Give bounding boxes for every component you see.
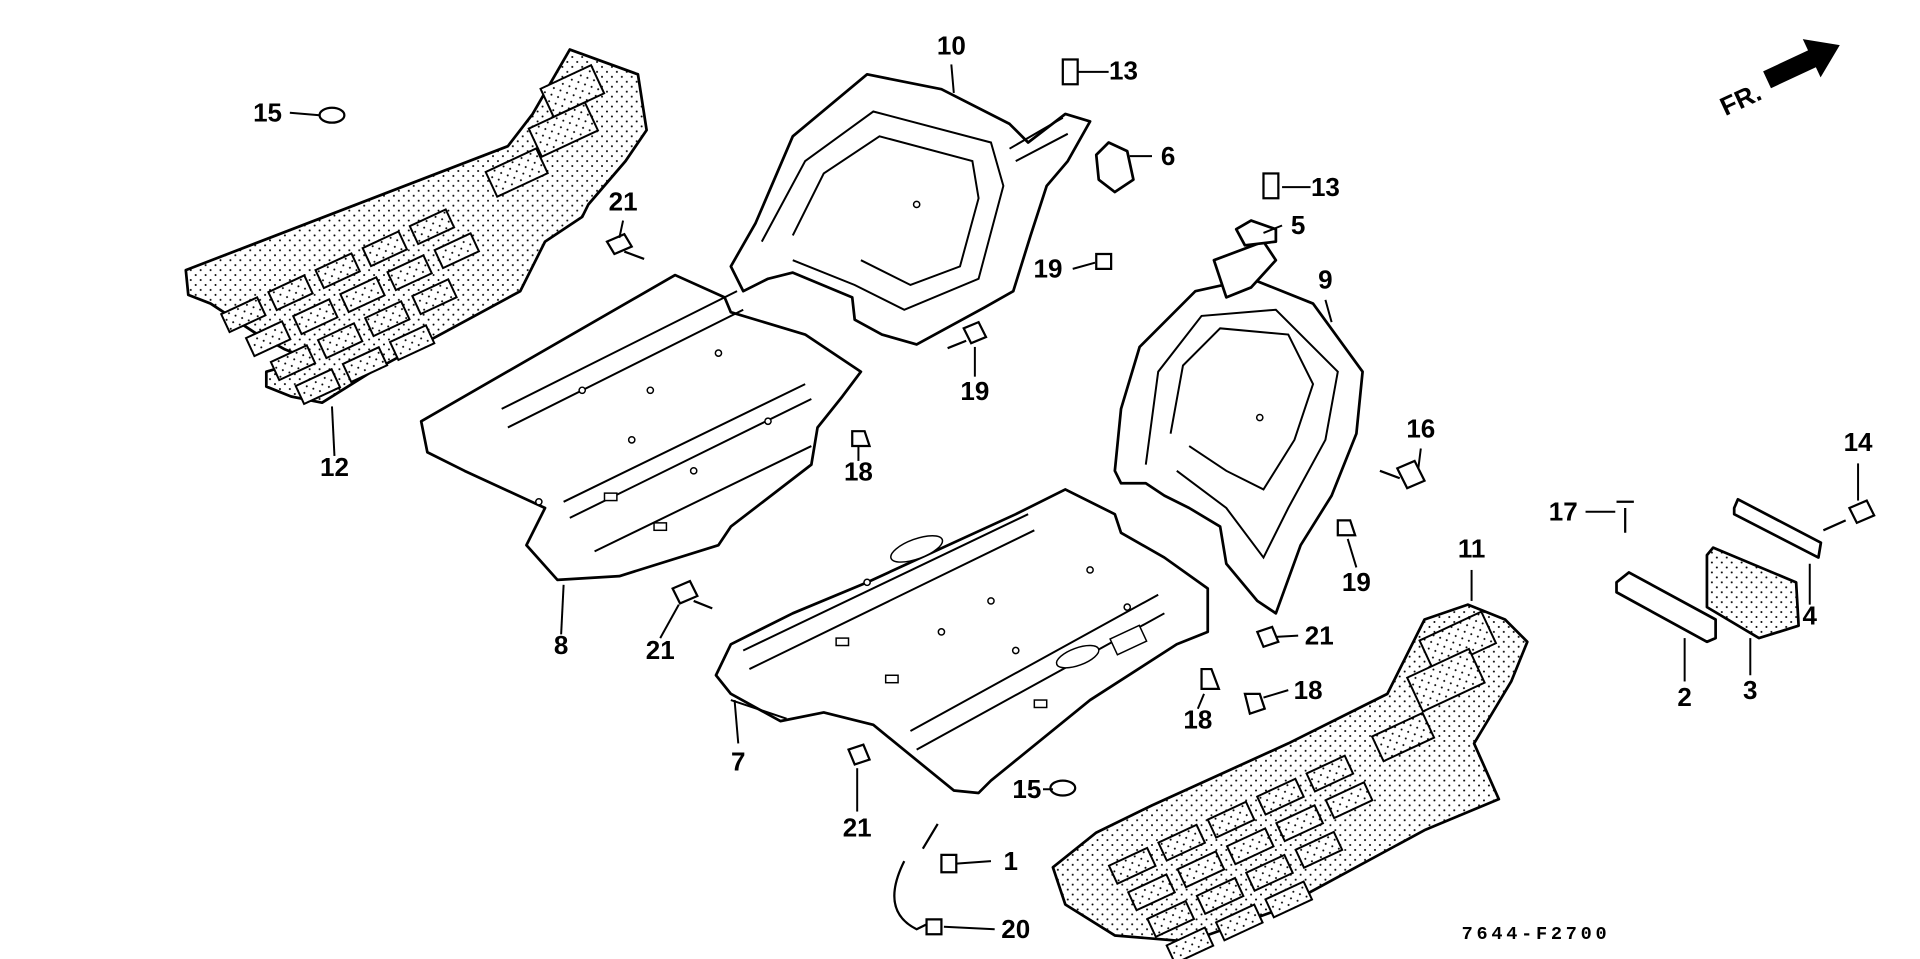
callout-number: 3	[1743, 675, 1757, 705]
callout-19: 19	[960, 346, 989, 406]
callout-number: 21	[1305, 620, 1334, 650]
callout-7: 7	[731, 699, 746, 777]
callout-number: 10	[937, 31, 966, 61]
callout-leader-line	[956, 860, 992, 865]
callout-number: 8	[554, 630, 568, 660]
callout-number: 6	[1161, 141, 1175, 171]
callout-number: 16	[1406, 413, 1435, 443]
fasteners	[318, 58, 1876, 936]
callout-11: 11	[1458, 534, 1485, 601]
callout-18: 18	[844, 446, 873, 487]
bracket-6	[1094, 141, 1135, 194]
callout-10: 10	[937, 31, 966, 94]
plate-4	[1732, 497, 1823, 559]
callout-number: 21	[609, 187, 638, 217]
callout-leader-line	[1275, 634, 1299, 638]
front-direction-label: FR.	[1715, 77, 1766, 122]
callout-number: 12	[320, 452, 349, 482]
callout-number: 20	[1001, 914, 1030, 944]
callout-number: 5	[1291, 210, 1305, 240]
arrow-icon	[1763, 39, 1840, 89]
callout-leader-line	[733, 699, 740, 744]
callout-leader-line	[950, 64, 955, 94]
callout-leader-line	[1263, 224, 1283, 234]
callout-18: 18	[1183, 693, 1212, 735]
callout-15: 15	[253, 97, 320, 127]
callout-number: 19	[1342, 567, 1371, 597]
callout-number: 21	[646, 635, 675, 665]
callout-6: 6	[1129, 141, 1175, 171]
callout-number: 18	[1294, 675, 1323, 705]
plate-3	[1705, 546, 1800, 640]
callout-number: 15	[253, 97, 282, 127]
callout-number: 15	[1012, 774, 1041, 804]
seat-back-front	[729, 72, 1092, 346]
callout-number: 18	[844, 457, 873, 487]
callout-5: 5	[1263, 210, 1305, 240]
callout-leader-line	[1072, 261, 1096, 270]
floor-plate-rear	[419, 273, 863, 582]
callout-3: 3	[1743, 638, 1758, 705]
callout-number: 13	[1311, 172, 1340, 202]
callout-number: 2	[1677, 682, 1691, 712]
callout-21: 21	[646, 604, 680, 665]
callout-leader-line	[1196, 693, 1205, 710]
callout-13: 13	[1077, 55, 1138, 85]
callout-9: 9	[1318, 265, 1333, 323]
callout-number: 4	[1803, 600, 1818, 630]
callout-leader-line	[659, 604, 680, 639]
callout-leader-line	[330, 406, 336, 457]
floor-plate-front	[714, 488, 1210, 795]
callout-number: 13	[1109, 55, 1138, 85]
diagram-code: 7644-F2700	[1462, 924, 1611, 945]
callout-number: 21	[843, 812, 872, 842]
callout-leader-line	[1346, 538, 1358, 568]
callout-number: 14	[1844, 427, 1873, 457]
callout-13: 13	[1282, 172, 1340, 202]
seat-back-rear	[1113, 240, 1364, 615]
callout-1: 1	[956, 846, 1018, 876]
callout-number: 7	[731, 747, 745, 777]
callout-12: 12	[320, 406, 349, 482]
callout-21: 21	[609, 187, 638, 239]
callout-leader-line	[289, 111, 320, 117]
callout-number: 11	[1458, 534, 1485, 564]
callout-leader-line	[1417, 448, 1422, 469]
callout-19: 19	[1342, 538, 1371, 597]
bracket-2	[1615, 571, 1717, 644]
callout-21: 21	[1275, 620, 1334, 650]
callout-19: 19	[1033, 254, 1096, 284]
callout-leader-line	[1263, 689, 1289, 699]
callout-number: 19	[1033, 254, 1062, 284]
callout-leader-line	[1324, 299, 1333, 323]
callout-number: 9	[1318, 265, 1332, 295]
callout-leader-line	[618, 220, 625, 239]
right-floor-mat	[1051, 603, 1529, 959]
callout-4: 4	[1803, 563, 1818, 630]
callout-leader-line	[943, 925, 995, 931]
callout-leader-line	[560, 584, 565, 635]
bracket-5	[1234, 219, 1278, 247]
callout-21: 21	[843, 768, 872, 842]
callout-15: 15	[1012, 774, 1053, 804]
callout-18: 18	[1263, 675, 1323, 705]
front-direction-indicator: FR.	[1715, 39, 1840, 122]
callout-20: 20	[943, 914, 1030, 944]
callout-14: 14	[1844, 427, 1873, 501]
callout-2: 2	[1677, 638, 1692, 712]
callout-17: 17	[1549, 496, 1616, 526]
callout-8: 8	[554, 584, 568, 660]
callout-16: 16	[1406, 413, 1435, 469]
left-floor-mat	[184, 48, 648, 406]
callout-number: 18	[1183, 705, 1212, 735]
callout-number: 1	[1004, 846, 1018, 876]
callout-number: 19	[960, 376, 989, 406]
callout-number: 17	[1549, 496, 1578, 526]
